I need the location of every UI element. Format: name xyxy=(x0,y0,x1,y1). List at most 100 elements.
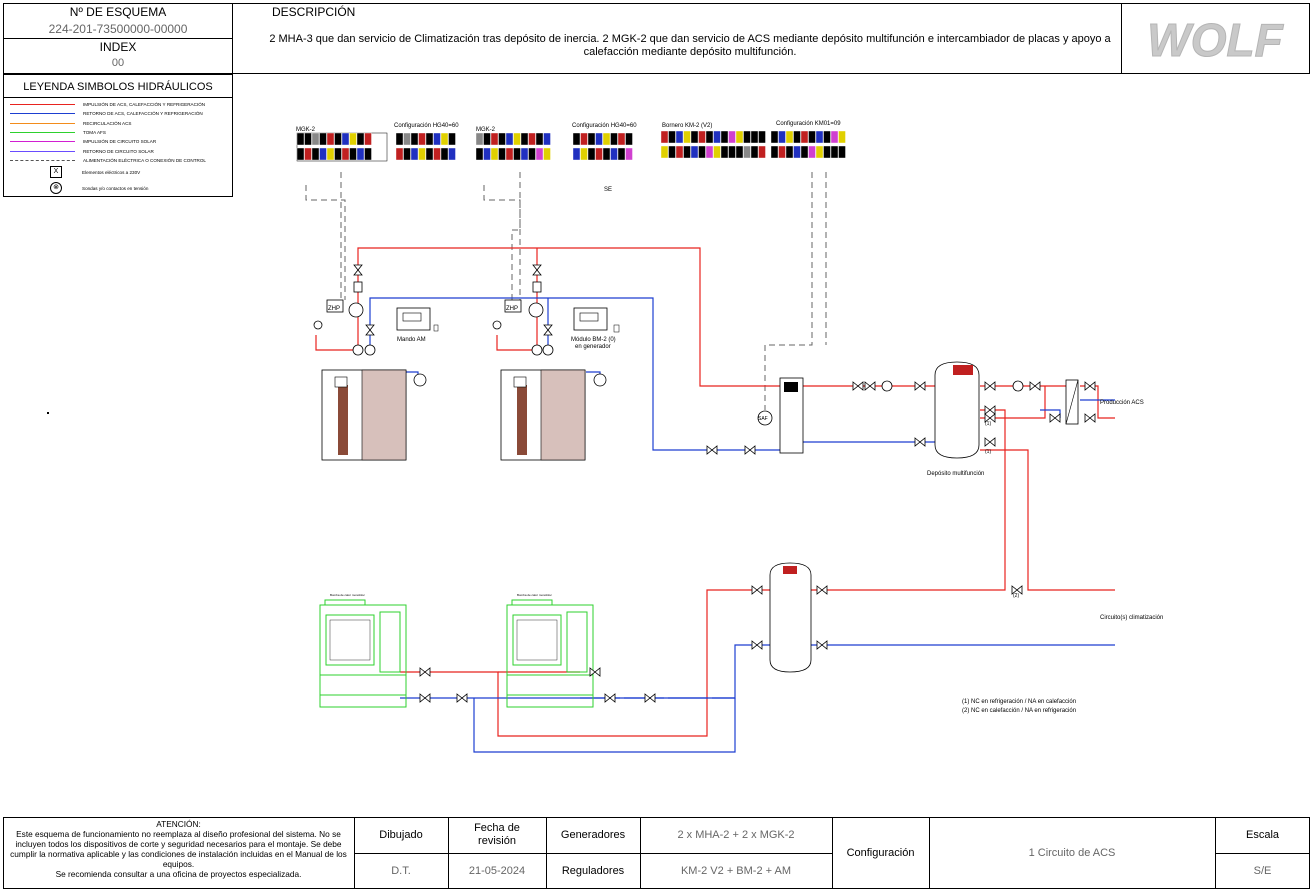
legend-symbol-label: Sondas y/o contactos en tensión xyxy=(82,185,149,191)
terminal-block xyxy=(743,145,751,159)
terminal-block xyxy=(528,132,536,146)
terminal-block xyxy=(800,145,809,159)
valve-icon xyxy=(984,437,996,447)
terminal-block xyxy=(535,132,544,146)
legend-line-swatch xyxy=(10,131,75,133)
svg-text:(1): (1) xyxy=(985,449,991,455)
svg-text:WOLF: WOLF xyxy=(1147,14,1284,64)
terminal-block xyxy=(572,147,581,161)
terminal-block xyxy=(683,130,691,144)
attention-note: Se recomienda consultar a una oficina de… xyxy=(55,869,302,879)
terminal-block xyxy=(735,130,744,144)
terminal-block xyxy=(683,145,691,159)
inertia-tank xyxy=(769,562,812,673)
valve-icon xyxy=(751,585,763,595)
escala-label: Escala xyxy=(1245,829,1280,841)
terminal-block xyxy=(410,132,419,146)
description-text: 2 MHA-3 que dan servicio de Climatizació… xyxy=(269,33,1111,58)
valve-icon xyxy=(419,667,431,677)
terminal-block xyxy=(364,132,372,146)
terminal-block xyxy=(535,147,544,161)
legend-line-swatch xyxy=(10,159,75,161)
terminal-block xyxy=(440,147,449,161)
terminal-block xyxy=(758,130,766,144)
control-lines xyxy=(305,172,827,410)
svg-text:(1): (1) xyxy=(985,421,991,427)
terminal-block xyxy=(785,130,794,144)
fecha-value: 21-05-2024 xyxy=(468,865,526,877)
terminal-block xyxy=(440,132,449,146)
terminal-block xyxy=(750,145,759,159)
terminal-block xyxy=(698,130,706,144)
wolf-logo: WOLF xyxy=(1130,14,1300,67)
terminal-board-mgk2-b xyxy=(475,132,551,161)
terminal-block xyxy=(815,130,824,144)
terminal-block xyxy=(483,147,491,161)
terminal-block xyxy=(587,132,596,146)
terminal-block xyxy=(410,147,419,161)
valve-icon xyxy=(816,585,828,595)
svg-text:(2) NC en calefacción / NA en: (2) NC en calefacción / NA en refrigerac… xyxy=(962,708,1076,714)
legend-item: RETORNO DE CIRCUITO SOLAR xyxy=(10,147,230,156)
description-label: DESCRIPCIÓN xyxy=(272,5,356,19)
valve-icon xyxy=(984,381,996,391)
valve-icon xyxy=(589,667,601,677)
terminal-block xyxy=(498,147,506,161)
terminal-board-config-b xyxy=(572,132,633,161)
terminal-block xyxy=(483,132,491,146)
svg-text:Configuración HG40=60: Configuración HG40=60 xyxy=(394,123,459,129)
terminal-block xyxy=(395,132,404,146)
terminal-block xyxy=(705,145,714,159)
terminal-block xyxy=(750,130,759,144)
terminal-block xyxy=(800,130,809,144)
terminal-block xyxy=(610,147,618,161)
terminal-block xyxy=(713,145,721,159)
svg-text:en generador: en generador xyxy=(575,344,611,350)
terminal-block xyxy=(793,145,801,159)
terminal-block xyxy=(778,145,786,159)
terminal-block xyxy=(602,132,611,146)
terminal-block xyxy=(580,147,588,161)
valve-icon xyxy=(1049,413,1061,423)
terminal-block xyxy=(720,145,729,159)
valve-icon xyxy=(816,640,828,650)
legend-item-label: TOMA AFS xyxy=(83,129,106,135)
valve-icon xyxy=(604,693,616,703)
terminal-block xyxy=(705,130,714,144)
terminal-block xyxy=(758,145,766,159)
legend-symbol-item: ⊗Sondas y/o contactos en tensión xyxy=(10,182,230,194)
terminal-block xyxy=(513,132,521,146)
terminal-block xyxy=(823,130,831,144)
svg-text:Bomba de calor monobloc: Bomba de calor monobloc xyxy=(330,593,365,597)
svg-text:Producción ACS: Producción ACS xyxy=(1100,400,1144,406)
terminal-block xyxy=(668,145,676,159)
terminal-block xyxy=(610,132,618,146)
boiler-mgk2-a xyxy=(321,369,407,461)
index-label: INDEX xyxy=(99,40,137,54)
terminal-block xyxy=(668,130,676,144)
valve-icon xyxy=(1084,381,1096,391)
terminal-block xyxy=(475,132,484,146)
legend-item-label: RETORNO DE CIRCUITO SOLAR xyxy=(83,148,154,154)
terminal-block xyxy=(572,132,581,146)
terminal-block xyxy=(595,147,603,161)
terminal-block xyxy=(808,130,816,144)
pump-icon xyxy=(881,380,893,392)
legend-line-swatch xyxy=(10,104,75,105)
svg-text:MGK-2: MGK-2 xyxy=(296,127,316,133)
terminal-block xyxy=(625,147,633,161)
terminal-block xyxy=(830,130,839,144)
legend-item-label: RECIRCULACIÓN ACS xyxy=(83,120,132,126)
legend-item-label: IMPULSIÓN DE ACS, CALEFACCIÓN Y REFRIGER… xyxy=(83,102,206,107)
terminal-block xyxy=(617,132,626,146)
terminal-block xyxy=(334,132,342,146)
terminal-block xyxy=(520,132,529,146)
terminal-block xyxy=(698,145,706,159)
terminal-board-mgk2-a xyxy=(296,132,372,161)
terminal-block xyxy=(326,147,335,161)
terminal-block xyxy=(580,132,588,146)
legend-line-swatch xyxy=(10,113,75,115)
fecha-label: Fecha de revisión xyxy=(474,822,520,847)
svg-text:MGK-2: MGK-2 xyxy=(476,127,496,133)
legend-item: TOMA AFS xyxy=(10,128,230,137)
